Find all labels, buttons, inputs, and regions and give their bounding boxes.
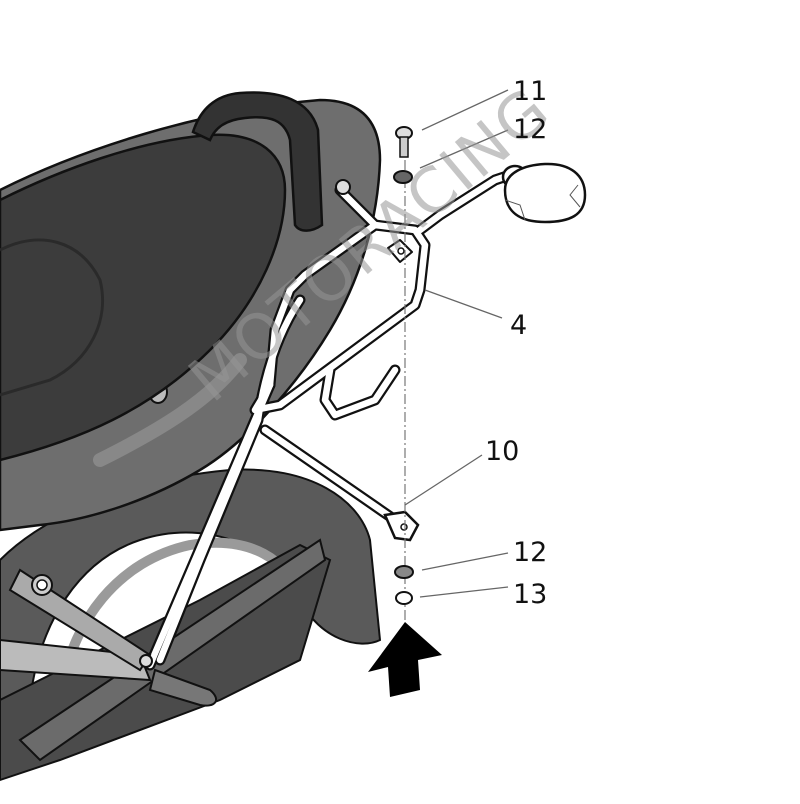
washer-icon	[393, 170, 413, 184]
washer-icon	[394, 565, 414, 579]
callout-13: 13	[513, 579, 548, 610]
callout-4: 4	[510, 310, 528, 341]
turn-signal	[501, 162, 587, 224]
up-arrow-icon	[368, 622, 442, 697]
support-strut-end	[383, 510, 420, 542]
callout-11: 11	[513, 76, 548, 107]
grab-rail	[191, 91, 324, 232]
passenger-footpeg	[0, 568, 218, 707]
nut-icon	[395, 591, 413, 605]
seat	[0, 133, 287, 462]
callout-12-top: 12	[513, 114, 548, 145]
rear-wheel	[0, 468, 382, 782]
callout-10: 10	[485, 436, 520, 467]
leader-lines	[404, 89, 509, 598]
bolt-icon	[395, 126, 413, 158]
callout-12-bottom: 12	[513, 537, 548, 568]
